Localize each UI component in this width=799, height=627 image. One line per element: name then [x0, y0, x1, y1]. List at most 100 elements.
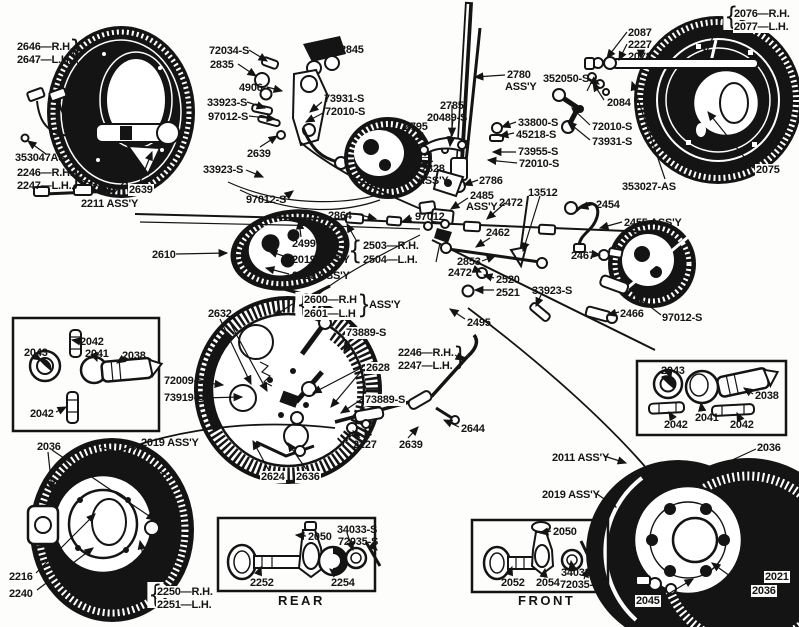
- part-label-2036-c: 2036: [751, 585, 777, 598]
- part-label-2216: 2216: [9, 571, 33, 583]
- part-label-2462: 2462: [486, 227, 510, 239]
- part-label-2644: 2644: [461, 423, 485, 435]
- part-label-2250: 2250—R.H.: [156, 586, 214, 599]
- part-label-97012: 97012: [415, 211, 445, 223]
- part-label-2610: 2610: [152, 249, 176, 261]
- part-label-20489s: 20489-S: [427, 112, 468, 124]
- part-label-2503: 2503—R.H.: [363, 240, 419, 252]
- part-label-2600: 2600—R.H.: [303, 294, 361, 307]
- part-label-34033s-a: 34033-S: [337, 524, 378, 536]
- part-label-2454: 2454: [596, 199, 620, 211]
- part-label-352050s: 352050-S: [543, 73, 590, 85]
- brace-glyph: }: [69, 162, 84, 192]
- part-label-2835: 2835: [210, 59, 234, 71]
- inset-box-left: [11, 316, 161, 433]
- part-label-2251: 2251—L.H.: [156, 599, 213, 612]
- part-label-73931s-a: 73931-S: [324, 93, 365, 105]
- right-drum-drawing: [634, 16, 799, 184]
- part-label-2052: 2052: [501, 577, 525, 589]
- part-label-2076: 2076—R.H.: [733, 8, 791, 21]
- part-label-2227-b: 2227: [353, 439, 377, 451]
- part-label-2639-c: 2639: [399, 439, 423, 451]
- part-label-2021: 2021: [764, 571, 790, 584]
- part-label-2466: 2466: [620, 308, 644, 320]
- part-label-2054: 2054: [536, 577, 560, 589]
- part-label-2247-b: 2247—L.H.: [398, 360, 453, 372]
- right-small-brake-drawing: [608, 220, 696, 308]
- part-label-72034s: 72034-S: [209, 45, 250, 57]
- part-label-2639-a: 2639: [128, 184, 154, 197]
- part-label-2254: 2254: [331, 577, 355, 589]
- part-label-72010s-c: 72010-S: [592, 121, 633, 133]
- part-label-2601: 2601—L.H.: [303, 308, 360, 321]
- part-label-2050-b: 2050: [553, 526, 577, 538]
- part-label-2038-a: 2038: [122, 350, 146, 362]
- inset-box-right: [635, 359, 788, 437]
- part-label-2624: 2624: [260, 471, 286, 484]
- part-label-72009s: 72009-S: [164, 375, 205, 387]
- part-label-97012s-a: 97012-S: [208, 111, 249, 123]
- part-label-2520: 2520: [496, 274, 520, 286]
- part-label-2485-assy: ASS'Y: [466, 201, 498, 213]
- part-label-2077: 2077—L.H.: [733, 21, 790, 34]
- part-label-2845: 2845: [340, 44, 364, 56]
- part-label-2521: 2521: [496, 287, 520, 299]
- part-label-34033s-b: 34033-S: [561, 567, 602, 579]
- part-label-72035s-a: 72035-S: [338, 536, 379, 548]
- part-label-2045: 2045: [635, 595, 661, 608]
- part-label-45218s: 45218-S: [516, 129, 557, 141]
- part-label-2019-assy-a: 2019 ASS'Y: [292, 254, 350, 266]
- front-small-drum-drawing: [344, 117, 468, 199]
- rear-inset-parts-drawing: [226, 521, 382, 581]
- part-label-2628: 2628: [365, 362, 391, 375]
- part-label-72010s-b: 72010-S: [519, 158, 560, 170]
- brace-glyph: }: [356, 290, 373, 320]
- leader-lines: [27, 15, 765, 600]
- part-label-2636: 2636: [295, 471, 321, 484]
- part-label-2472-b: 2472: [448, 267, 472, 279]
- part-label-2227-a: 2227: [628, 39, 652, 51]
- part-label-353027as: 353027-AS: [622, 181, 676, 193]
- part-label-2084: 2084: [607, 97, 631, 109]
- part-label-2019-assy-c: 2019 ASS'Y: [542, 489, 600, 501]
- part-label-2455-assy: 2455 ASS'Y: [624, 217, 682, 229]
- part-label-97012s-d: 97012-S: [662, 312, 703, 324]
- part-label-2828-assy: ASS'Y: [417, 175, 449, 187]
- part-label-2620-assy: 2620 ASS'Y: [292, 270, 350, 282]
- part-label-2042-b: 2042: [30, 408, 54, 420]
- part-label-73889s-a: 73889-S: [345, 327, 388, 340]
- part-label-2042-d: 2042: [730, 419, 754, 431]
- part-label-2211-assy: 2211 ASS'Y: [80, 198, 140, 211]
- inset-box-front: [470, 518, 610, 594]
- part-label-2646: 2646—R.H.: [17, 41, 73, 53]
- brake-rod-drawing: [334, 333, 479, 434]
- part-label-2864: 2864: [328, 210, 352, 222]
- part-label-2041-a: 2041: [85, 348, 109, 360]
- part-label-2036-a: 2036: [37, 441, 61, 453]
- part-label-2780-assy: ASS'Y: [505, 81, 537, 93]
- part-label-2042-a: 2042: [80, 336, 104, 348]
- part-label-2075: 2075: [755, 164, 781, 177]
- part-label-2043-b: 2043: [661, 365, 685, 377]
- part-label-2041-b: 2041: [695, 412, 719, 424]
- part-label-33800s: 33800-S: [518, 117, 559, 129]
- part-label-2246-b: 2246—R.H.: [398, 347, 454, 359]
- inset-caption-rear: REAR: [278, 593, 325, 608]
- part-label-2467: 2467: [571, 250, 595, 262]
- part-label-13512: 13512: [528, 187, 558, 199]
- part-label-2042-c: 2042: [664, 419, 688, 431]
- part-label-2600-assy: ASS'Y: [368, 299, 402, 312]
- part-label-2246-a: 2246—R.H.: [17, 167, 73, 179]
- bottom-right-drum-drawing: [586, 458, 799, 627]
- brace-glyph: }: [453, 342, 468, 372]
- brace-glyph: {: [348, 236, 363, 266]
- part-label-2011-assy: 2011 ASS'Y: [552, 452, 610, 464]
- right-inset-parts-drawing: [647, 367, 780, 417]
- bottom-left-backing-plate-drawing: [26, 438, 194, 622]
- part-label-33923s-c: 33923-S: [532, 285, 573, 297]
- part-label-2485: 2485: [470, 190, 494, 202]
- part-label-2038-b: 2038: [755, 390, 779, 402]
- part-label-73931s-b: 73931-S: [592, 136, 633, 148]
- part-label-2786: 2786: [479, 175, 503, 187]
- part-label-72035s-b: 72035-S: [560, 579, 601, 591]
